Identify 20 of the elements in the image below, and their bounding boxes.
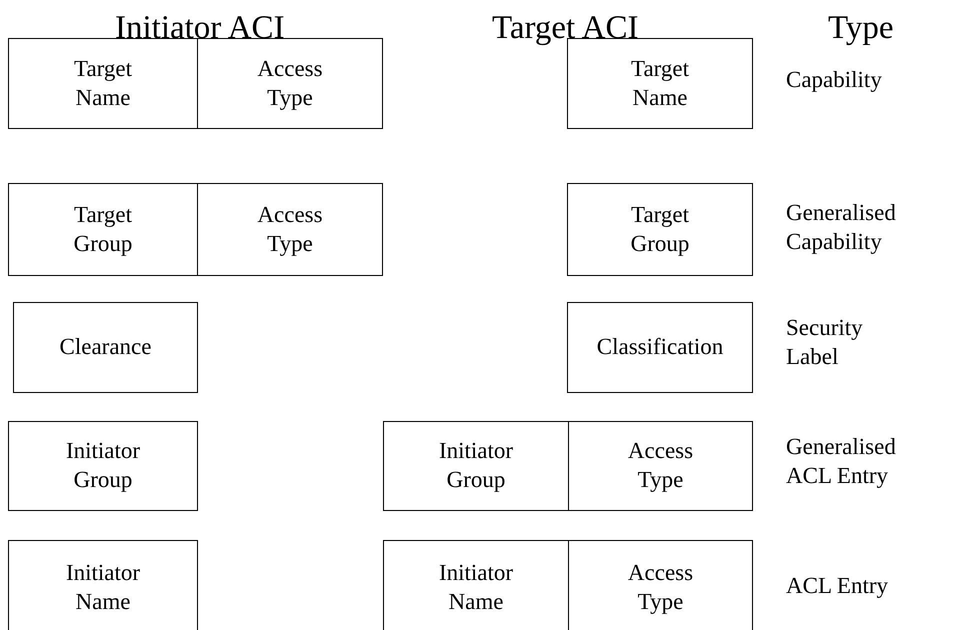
field-box: Clearance	[13, 302, 198, 393]
field-box: Access Type	[197, 38, 383, 129]
field-box: Initiator Group	[383, 421, 569, 511]
column-heading: Type	[828, 9, 894, 48]
field-box: Target Name	[567, 38, 753, 129]
row-label: Capability	[786, 66, 882, 94]
field-box: Target Group	[8, 183, 198, 276]
field-box: Target Group	[567, 183, 753, 276]
field-box: Initiator Group	[8, 421, 198, 511]
field-box: Access Type	[197, 183, 383, 276]
row-label: Generalised Capability	[786, 199, 897, 256]
row-label: Security Label	[786, 314, 864, 371]
field-box: Initiator Name	[8, 540, 198, 630]
field-box: Target Name	[8, 38, 198, 129]
field-box: Classification	[567, 302, 753, 393]
row-label: ACL Entry	[786, 572, 888, 600]
field-box: Initiator Name	[383, 540, 569, 630]
row-label: Generalised ACL Entry	[786, 433, 897, 490]
field-box: Access Type	[568, 421, 753, 511]
field-box: Access Type	[568, 540, 753, 630]
